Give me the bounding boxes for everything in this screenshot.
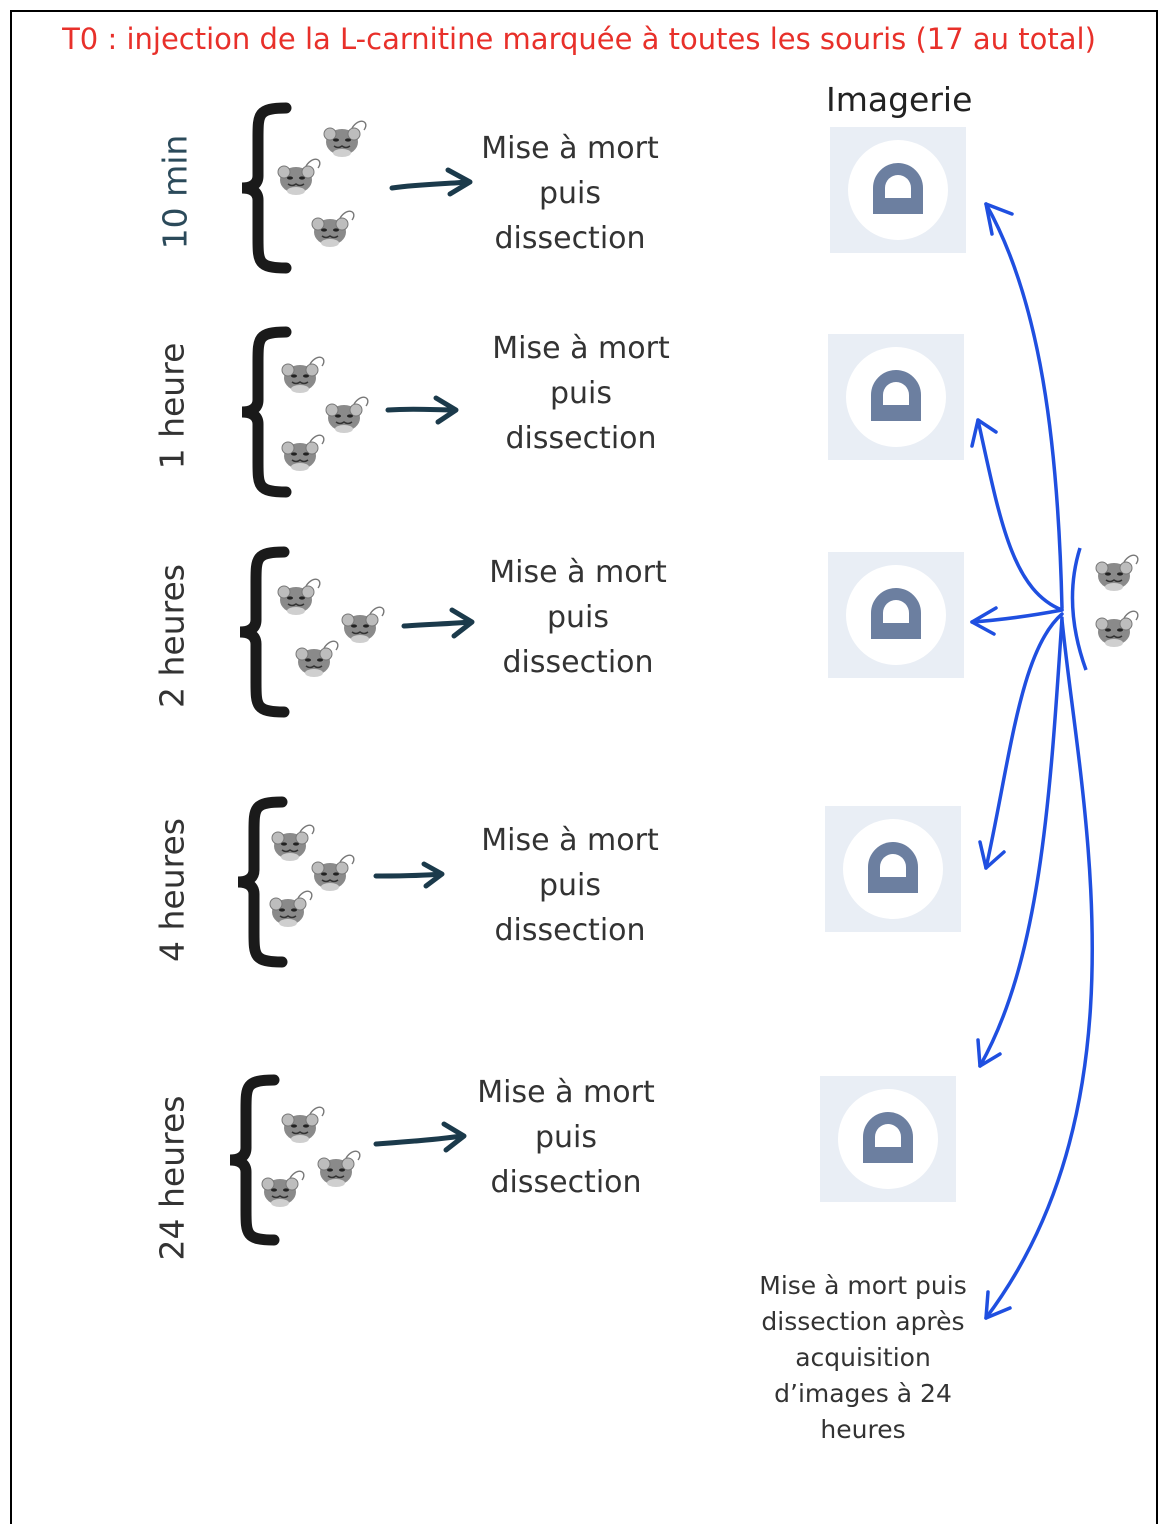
imaging-arrow-24h	[976, 616, 1064, 1068]
procedure-line: dissection	[494, 221, 646, 256]
mouse-icon	[1095, 554, 1139, 592]
procedure-line: Mise à mort	[481, 131, 659, 166]
mouse-icon	[317, 1150, 361, 1188]
procedure-line: dissection	[490, 1165, 642, 1200]
mouse-icon	[325, 396, 369, 434]
mouse-icon	[277, 158, 321, 196]
imaging-group-brace	[1070, 547, 1088, 671]
mouse-icon	[295, 640, 339, 678]
procedure-text-4h: Mise à mort puis dissection	[440, 818, 700, 953]
procedure-line: puis	[534, 1120, 598, 1155]
mouse-icon	[281, 434, 325, 472]
mouse-icon	[277, 578, 321, 616]
mouse-icon	[281, 356, 325, 394]
final-procedure-note: Mise à mort puis dissection après acquis…	[759, 1271, 967, 1444]
imaging-arrow-10min	[984, 202, 1064, 610]
group-brace-4h	[238, 802, 282, 962]
procedure-line: Mise à mort	[481, 823, 659, 858]
procedure-line: Mise à mort	[489, 555, 667, 590]
procedure-line: Mise à mort	[477, 1075, 655, 1110]
mouse-icon	[311, 210, 355, 248]
mri-scanner-icon	[825, 806, 961, 932]
procedure-line: dissection	[494, 913, 646, 948]
group-brace-10min	[242, 108, 286, 268]
imaging-arrow-4h	[978, 612, 1064, 870]
mouse-icon	[269, 890, 313, 928]
group-brace-2h	[240, 552, 284, 712]
mri-scanner-icon	[820, 1076, 956, 1202]
mouse-icon	[271, 824, 315, 862]
arrow-right-icon	[373, 1121, 467, 1153]
procedure-line: dissection	[502, 645, 654, 680]
procedure-line: dissection	[505, 421, 657, 456]
mri-scanner-icon	[828, 552, 964, 678]
group-brace-1h	[242, 332, 286, 492]
arrow-right-icon	[401, 607, 475, 639]
group-brace-24h	[230, 1080, 274, 1240]
imaging-column-label: Imagerie	[826, 80, 973, 119]
procedure-text-10min: Mise à mort puis dissection	[440, 126, 700, 261]
mri-scanner-icon	[828, 334, 964, 460]
procedure-line: puis	[538, 176, 602, 211]
mouse-icon	[323, 120, 367, 158]
imaging-arrow-1h	[970, 418, 1064, 612]
procedure-line: puis	[546, 600, 610, 635]
procedure-line: puis	[538, 868, 602, 903]
mouse-icon	[311, 854, 355, 892]
mouse-icon	[1095, 610, 1139, 648]
mouse-icon	[281, 1106, 325, 1144]
mouse-icon	[261, 1170, 305, 1208]
procedure-text-24h: Mise à mort puis dissection	[436, 1070, 696, 1205]
procedure-line: Mise à mort	[492, 331, 670, 366]
imaging-arrow-final	[984, 618, 1094, 1320]
procedure-text-2h: Mise à mort puis dissection	[448, 550, 708, 685]
procedure-text-1h: Mise à mort puis dissection	[451, 326, 711, 461]
mri-scanner-icon	[830, 127, 966, 253]
arrow-right-icon	[373, 861, 445, 889]
arrow-right-icon	[389, 167, 473, 197]
diagram-frame	[10, 10, 1158, 1524]
arrow-right-icon	[385, 395, 459, 425]
diagram-title: T0 : injection de la L-carnitine marquée…	[62, 22, 1096, 56]
imaging-arrow-2h	[970, 606, 1064, 636]
mouse-icon	[341, 606, 385, 644]
procedure-line: puis	[549, 376, 613, 411]
